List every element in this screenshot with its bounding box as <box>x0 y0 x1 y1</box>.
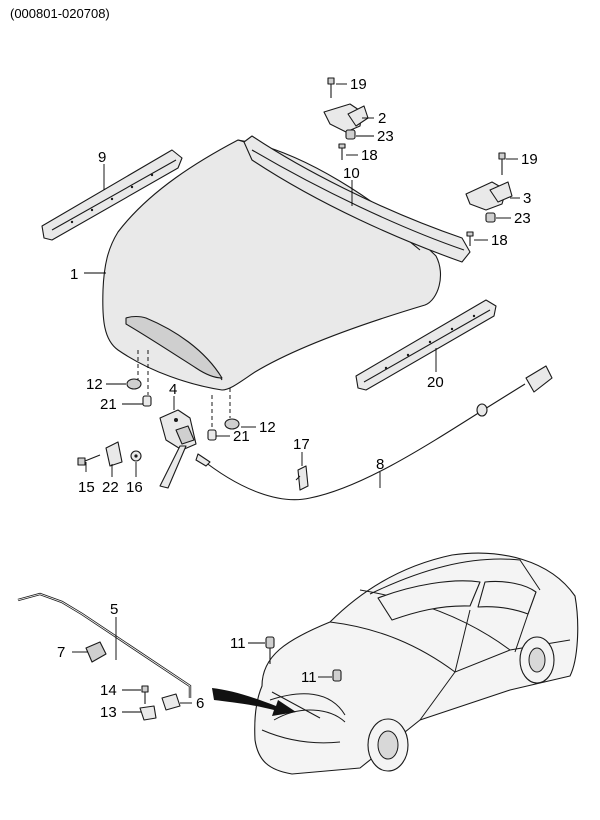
callout-3: 3 <box>523 190 531 207</box>
leader-lines <box>72 83 520 713</box>
cable-clip <box>295 465 309 491</box>
callout-6: 6 <box>196 695 204 712</box>
callout-16: 16 <box>126 479 143 496</box>
callout-8: 8 <box>376 456 384 473</box>
period-code: (000801-020708) <box>10 6 110 21</box>
detail-pointer-arrow <box>212 688 296 716</box>
callout-13: 13 <box>100 704 117 721</box>
callout-21a: 21 <box>100 396 117 413</box>
vehicle-overview <box>254 552 579 775</box>
latch-bracket <box>105 441 123 467</box>
hood-bumper-right <box>207 388 240 441</box>
callout-10: 10 <box>343 165 360 182</box>
stay-rod-bracket <box>139 705 157 721</box>
callout-17: 17 <box>293 436 310 453</box>
latch-bolt <box>77 454 101 466</box>
hood-bumper-left <box>126 350 152 407</box>
callout-labels: 1 9 10 20 19 2 23 18 19 3 23 18 12 21 4 … <box>57 76 538 721</box>
callout-18b: 18 <box>491 232 508 249</box>
stay-rod-holder <box>161 693 181 711</box>
callout-23b: 23 <box>514 210 531 227</box>
callout-18a: 18 <box>361 147 378 164</box>
hood-seal-left <box>41 149 183 241</box>
callout-7: 7 <box>57 644 65 661</box>
callout-12a: 12 <box>86 376 103 393</box>
callout-21b: 21 <box>233 428 250 445</box>
hood-stay-rod <box>17 592 192 698</box>
hood-latch <box>159 409 197 489</box>
callout-11a: 11 <box>230 635 246 652</box>
seal-left-holes <box>70 173 154 224</box>
callout-9: 9 <box>98 149 106 166</box>
callout-5: 5 <box>110 601 118 618</box>
release-cable <box>195 365 553 501</box>
callout-23a: 23 <box>377 128 394 145</box>
callout-11b: 11 <box>301 669 317 686</box>
callout-19b: 19 <box>521 151 538 168</box>
hood-hinge-right <box>465 152 513 246</box>
hood-weatherstrip-rear <box>243 135 471 263</box>
callout-15: 15 <box>78 479 95 496</box>
callout-1: 1 <box>70 266 78 283</box>
callout-4: 4 <box>169 381 177 398</box>
stay-rod-clamp <box>85 641 107 663</box>
latch-nut <box>130 450 142 462</box>
callout-19a: 19 <box>350 76 367 93</box>
hood-seal-right <box>355 299 497 391</box>
stay-rod-bolt <box>141 685 149 704</box>
callout-22: 22 <box>102 479 119 496</box>
callout-2: 2 <box>378 110 386 127</box>
callout-20: 20 <box>427 374 444 391</box>
callout-14: 14 <box>100 682 117 699</box>
callout-12b: 12 <box>259 419 276 436</box>
